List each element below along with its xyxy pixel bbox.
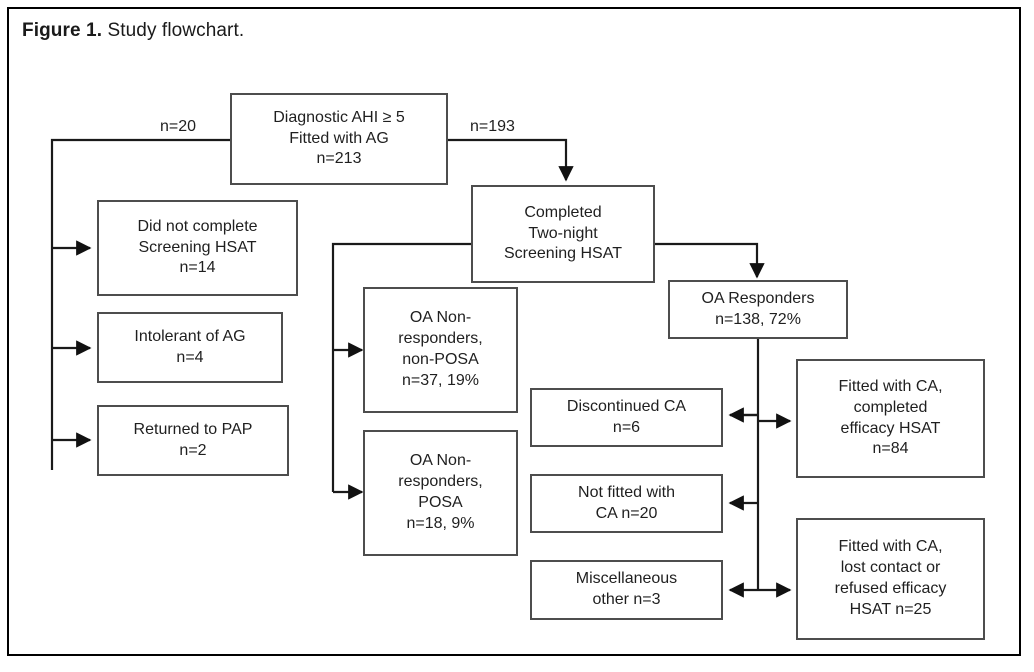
node-oa-responders-text: OA Responders n=138, 72% <box>701 289 815 328</box>
node-not-fitted-with-ca-text: Not fitted with CA n=20 <box>578 483 675 522</box>
node-fitted-ca-completed-efficacy[interactable]: Fitted with CA, completed efficacy HSAT … <box>796 359 985 478</box>
node-completed-two-night-text: Completed Two-night Screening HSAT <box>504 203 622 263</box>
node-returned-to-pap-text: Returned to PAP n=2 <box>133 420 253 459</box>
node-did-not-complete[interactable]: Did not complete Screening HSAT n=14 <box>97 200 298 296</box>
node-oa-nonresponders-non-posa-text: OA Non- responders, non-POSA n=37, 19% <box>398 309 483 389</box>
node-oa-nonresponders-non-posa[interactable]: OA Non- responders, non-POSA n=37, 19% <box>363 287 518 413</box>
node-discontinued-ca[interactable]: Discontinued CA n=6 <box>530 388 723 447</box>
node-fitted-ca-lost-contact[interactable]: Fitted with CA, lost contact or refused … <box>796 518 985 640</box>
edge-label-right-branch: n=193 <box>468 118 517 136</box>
node-miscellaneous-other[interactable]: Miscellaneous other n=3 <box>530 560 723 620</box>
node-miscellaneous-other-text: Miscellaneous other n=3 <box>575 570 678 608</box>
node-diagnostic-text: Diagnostic AHI ≥ 5 Fitted with AG n=213 <box>273 108 405 168</box>
edge-label-left-branch: n=20 <box>158 118 199 136</box>
node-intolerant-of-ag-text: Intolerant of AG n=4 <box>134 327 246 366</box>
node-fitted-ca-lost-contact-text: Fitted with CA, lost contact or refused … <box>834 538 947 618</box>
node-returned-to-pap[interactable]: Returned to PAP n=2 <box>97 405 289 476</box>
node-fitted-ca-completed-efficacy-text: Fitted with CA, completed efficacy HSAT … <box>838 377 943 458</box>
node-oa-nonresponders-posa[interactable]: OA Non- responders, POSA n=18, 9% <box>363 430 518 556</box>
node-diagnostic[interactable]: Diagnostic AHI ≥ 5 Fitted with AG n=213 <box>230 93 448 185</box>
node-intolerant-of-ag[interactable]: Intolerant of AG n=4 <box>97 312 283 383</box>
figure-caption: Figure 1. Study flowchart. <box>22 20 244 42</box>
node-discontinued-ca-text: Discontinued CA n=6 <box>566 397 687 436</box>
node-not-fitted-with-ca[interactable]: Not fitted with CA n=20 <box>530 474 723 533</box>
node-completed-two-night[interactable]: Completed Two-night Screening HSAT <box>471 185 655 283</box>
figure-caption-text: Study flowchart. <box>102 20 245 41</box>
node-oa-nonresponders-posa-text: OA Non- responders, POSA n=18, 9% <box>398 452 483 532</box>
node-oa-responders[interactable]: OA Responders n=138, 72% <box>668 280 848 339</box>
node-did-not-complete-text: Did not complete Screening HSAT n=14 <box>137 217 258 277</box>
figure-caption-label: Figure 1. <box>22 20 103 41</box>
